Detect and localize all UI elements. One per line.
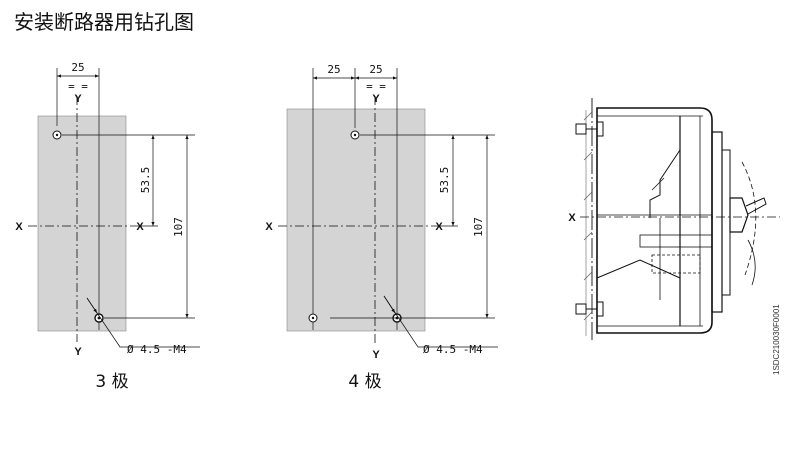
three-pole-equal-mark: = =	[68, 80, 88, 93]
three-pole-hole-label: Ø 4.5 -M4	[127, 343, 187, 356]
side-view-x-label: X	[568, 212, 576, 224]
four-pole-hole-leader	[383, 295, 498, 348]
three-pole-hole-top	[52, 130, 62, 140]
four-pole-spacing-label-left: 25	[327, 63, 340, 76]
four-pole-height-label: 107	[472, 217, 485, 237]
handle-swing-arc	[741, 161, 757, 276]
three-pole-hole-bottom	[94, 313, 104, 323]
three-pole-spacing-label: 25	[71, 61, 84, 74]
three-pole-hole-leader	[86, 297, 200, 348]
operating-handle	[729, 197, 749, 233]
three-pole-drawing: 25 = = Y Y X X 53.5 107 Ø 4.5 -M4 3 极	[15, 61, 200, 392]
four-pole-y-label-top: Y	[372, 93, 380, 105]
four-pole-y-label-bottom: Y	[372, 349, 380, 361]
side-view-drawing	[575, 98, 780, 340]
three-pole-offset-label: 53.5	[139, 167, 152, 194]
four-pole-hole-top	[350, 130, 360, 140]
four-pole-hole-label: Ø 4.5 -M4	[423, 343, 483, 356]
three-pole-height-label: 107	[172, 217, 185, 237]
breaker-body-outline	[596, 107, 713, 334]
stud-top	[575, 121, 604, 137]
four-pole-panel	[286, 108, 426, 332]
four-pole-x-label-left: X	[265, 221, 273, 233]
four-pole-x-label-right: X	[435, 221, 443, 233]
page-title: 安装断路器用钻孔图	[14, 10, 194, 34]
four-pole-drawing: 25 25 = = Y Y X X 53.5 107 Ø 4.5 -M4	[265, 63, 498, 392]
three-pole-y-label-top: Y	[74, 93, 82, 105]
four-pole-equal-mark: = =	[366, 80, 386, 93]
three-pole-y-label-bottom: Y	[74, 346, 82, 358]
four-pole-offset-label: 53.5	[438, 167, 451, 194]
inner-rod	[651, 254, 701, 274]
three-pole-x-label-right: X	[136, 221, 144, 233]
three-pole-caption: 3 极	[95, 372, 128, 392]
front-cover	[711, 131, 723, 313]
four-pole-caption: 4 极	[348, 372, 381, 392]
drawing-code: 1SDC210030F0001	[772, 304, 781, 375]
three-pole-panel	[37, 115, 127, 332]
four-pole-hole-bottom-left	[308, 313, 318, 323]
stud-bottom	[575, 301, 604, 317]
three-pole-x-label-left: X	[15, 221, 23, 233]
four-pole-spacing-label-right: 25	[369, 63, 382, 76]
